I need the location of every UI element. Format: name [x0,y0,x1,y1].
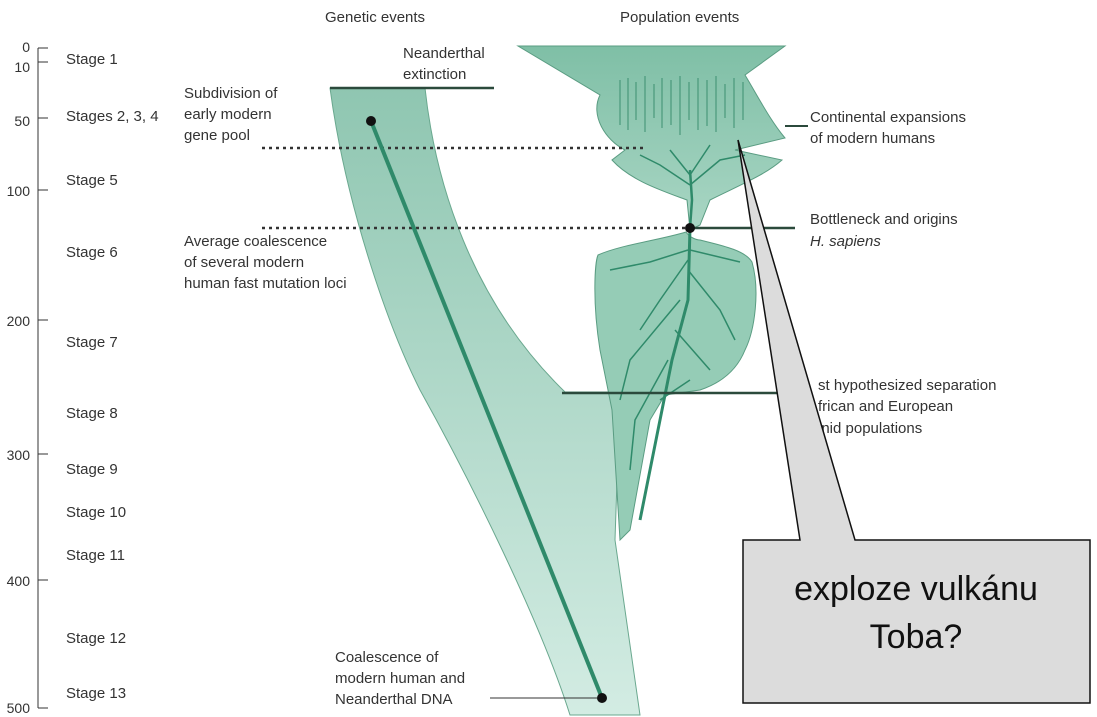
subdivision-node [366,116,376,126]
stage-label: Stage 12 [66,630,126,647]
annotation-text: early modern [184,106,272,123]
bottleneck-node [685,223,695,233]
stage-label: Stage 1 [66,51,118,68]
annotation-text: st hypothesized separation [818,377,996,394]
stage-label: Stage 10 [66,504,126,521]
stage-label: Stage 11 [66,547,125,564]
stage-label: Stages 2, 3, 4 [66,108,159,125]
annotation-text: inid populations [818,420,922,437]
annotation-separation: st hypothesized separation frican and Eu… [818,377,996,437]
axis-label-400: 400 [7,573,31,589]
annotation-neanderthal-extinction: Neanderthal extinction [403,45,485,83]
annotation-text: Neanderthal [403,45,485,62]
population-expansion-shape [518,46,785,230]
stage-label: Stage 5 [66,172,118,189]
stage-label: Stage 13 [66,685,126,702]
callout-text: Toba? [870,618,963,656]
annotation-text: frican and European [818,398,953,415]
annotation-text: Average coalescence [184,233,327,250]
callout-text: exploze vulkánu [794,570,1038,608]
annotation-text: extinction [403,66,466,83]
annotation-text: human fast mutation loci [184,275,347,292]
annotation-text: Subdivision of [184,85,278,102]
annotation-text: gene pool [184,127,250,144]
annotation-text: Neanderthal DNA [335,691,453,708]
stage-label: Stage 9 [66,461,118,478]
axis-label-200: 200 [7,313,31,329]
annotation-text: Bottleneck and origins [810,211,958,228]
stage-label: Stage 8 [66,405,118,422]
stage-label: Stage 6 [66,244,118,261]
annotation-text: H. sapiens [810,233,881,250]
header-genetic-events: Genetic events [325,9,425,26]
axis-label-10: 10 [14,59,30,75]
annotation-subdivision: Subdivision of early modern gene pool [184,85,278,144]
header-population-events: Population events [620,9,739,26]
stage-labels: Stage 1 Stages 2, 3, 4 Stage 5 Stage 6 S… [66,51,159,702]
stage-label: Stage 7 [66,334,118,351]
annotation-text: Continental expansions [810,109,966,126]
annotation-continental: Continental expansions of modern humans [810,109,966,147]
annotation-text: modern human and [335,670,465,687]
axis-label-300: 300 [7,447,31,463]
coalescence-node [597,693,607,703]
annotation-coalescence-dna: Coalescence of modern human and Neandert… [335,649,465,708]
annotation-text: Coalescence of [335,649,439,666]
annotation-bottleneck: Bottleneck and origins H. sapiens [810,211,958,250]
time-axis: 0 10 50 100 200 300 400 500 [7,39,48,716]
annotation-text: of modern humans [810,130,935,147]
axis-label-500: 500 [7,700,31,716]
axis-label-0: 0 [22,39,30,55]
axis-label-50: 50 [14,113,30,129]
annotation-average-coalescence: Average coalescence of several modern hu… [184,233,347,292]
annotation-text: of several modern [184,254,304,271]
axis-label-100: 100 [7,183,31,199]
